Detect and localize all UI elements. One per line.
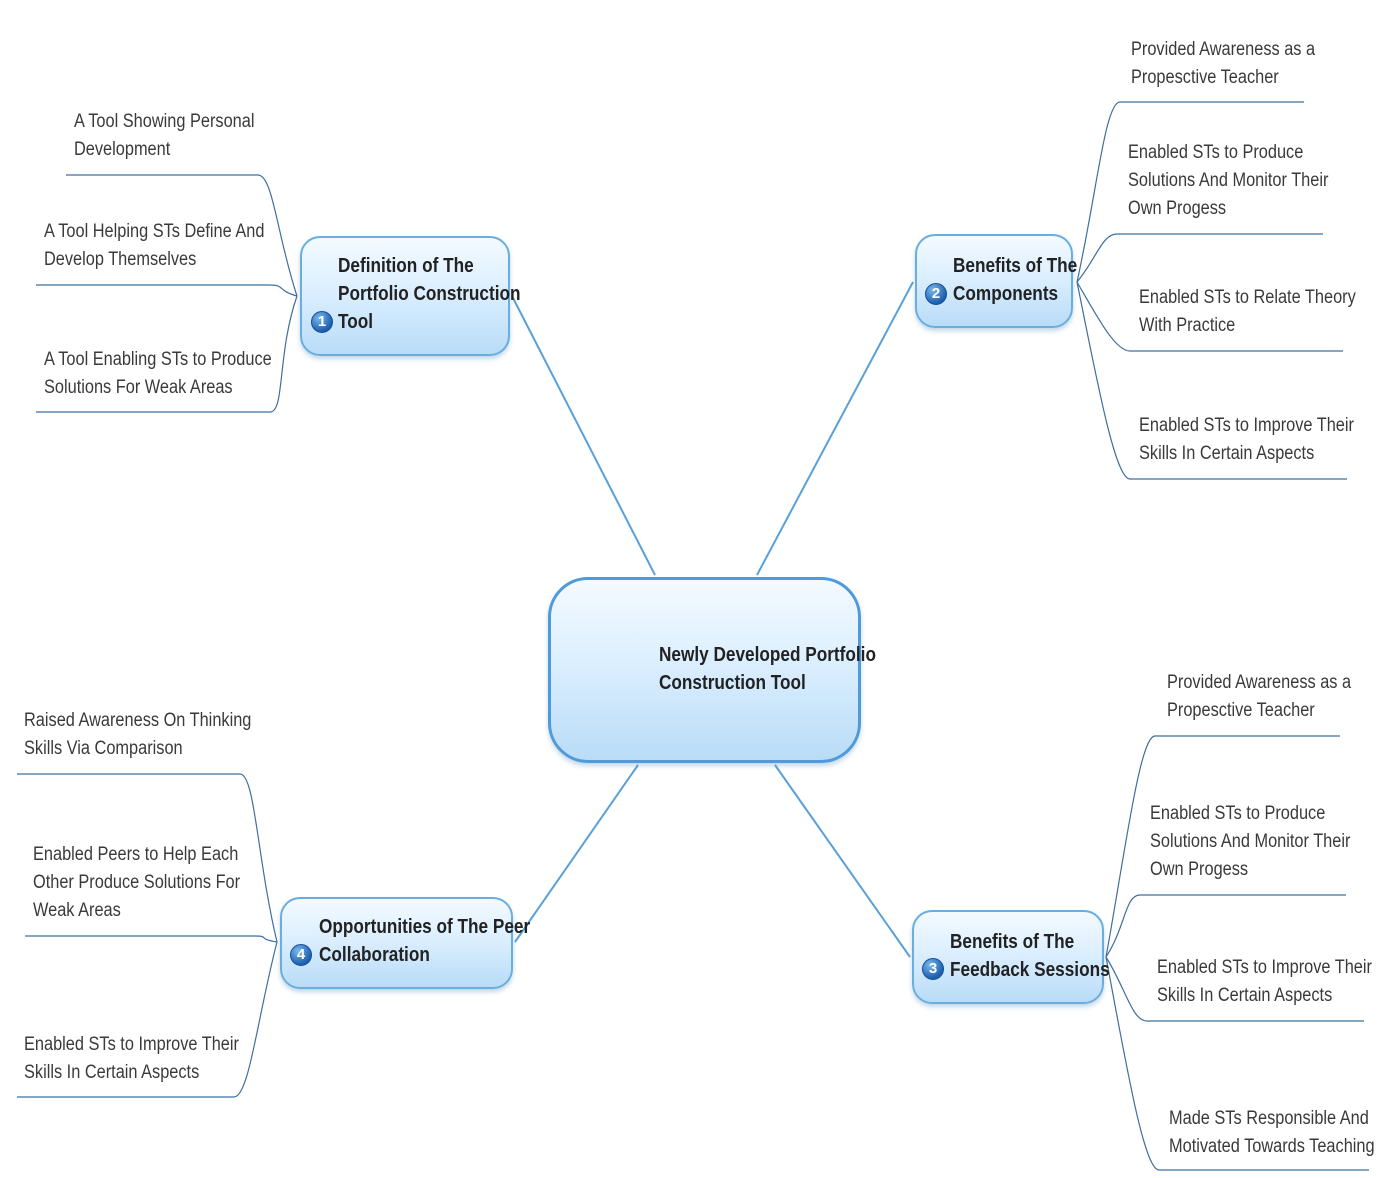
leaf-connector: [1076, 281, 1131, 480]
leaf-text-line: Enabled STs to Relate Theory: [1139, 287, 1356, 308]
branch-connector: [774, 764, 911, 958]
leaf-connector: [269, 284, 298, 297]
node-label-line: Tool: [338, 311, 374, 333]
node-label-line: Components: [953, 283, 1059, 305]
leaf-connector: [1076, 233, 1118, 283]
leaf-connector: [269, 295, 298, 413]
leaf-text-line: Solutions And Monitor Their: [1150, 831, 1351, 852]
node-label-line: Collaboration: [319, 944, 430, 966]
leaf-text-line: Enabled STs to Produce: [1128, 142, 1304, 163]
branch-node-1[interactable]: [300, 236, 510, 356]
branch-connector: [514, 764, 639, 943]
node-label-line: Benefits of The: [953, 255, 1078, 277]
central-topic-label: Newly Developed Portfolio: [659, 644, 876, 666]
leaf-text-line: Enabled STs to Produce: [1150, 803, 1326, 824]
leaf-connector: [1105, 956, 1160, 1171]
branch-connector: [756, 281, 914, 576]
leaf-text-line: A Tool Helping STs Define And: [44, 221, 265, 242]
central-topic[interactable]: [548, 577, 861, 763]
branch-number-badge: 2: [925, 283, 947, 305]
leaf-text-line: Raised Awareness On Thinking: [24, 710, 252, 731]
leaf-text-line: Solutions For Weak Areas: [44, 377, 233, 398]
leaf-text-line: Develop Themselves: [44, 249, 197, 270]
leaf-connector: [1105, 894, 1141, 958]
leaf-text-line: Development: [74, 139, 171, 160]
leaf-text-line: Made STs Responsible And: [1169, 1108, 1369, 1129]
leaf-text-line: Enabled STs to Improve Their: [24, 1034, 239, 1055]
leaf-text-line: Enabled Peers to Help Each: [33, 844, 239, 865]
leaf-text-line: Propesctive Teacher: [1131, 67, 1279, 88]
leaf-text-line: Skills In Certain Aspects: [1157, 985, 1333, 1006]
leaf-text-line: A Tool Enabling STs to Produce: [44, 349, 272, 370]
leaf-text-line: Motivated Towards Teaching: [1169, 1136, 1375, 1157]
leaf-text-line: Skills Via Comparison: [24, 738, 183, 759]
node-label-line: Opportunities of The Peer: [319, 916, 531, 938]
leaf-text-line: With Practice: [1139, 315, 1236, 336]
leaf-connector: [1105, 956, 1148, 1022]
leaf-text-line: Skills In Certain Aspects: [1139, 443, 1315, 464]
leaf-text-line: Solutions And Monitor Their: [1128, 170, 1329, 191]
leaf-text-line: Provided Awareness as a: [1167, 672, 1352, 693]
node-label-line: Definition of The: [338, 255, 474, 277]
leaf-text-line: Propesctive Teacher: [1167, 700, 1315, 721]
branch-number-badge: 1: [311, 311, 333, 333]
branch-node-4[interactable]: [280, 897, 513, 989]
branch-node-3[interactable]: [912, 910, 1104, 1004]
leaf-text-line: Skills In Certain Aspects: [24, 1062, 200, 1083]
leaf-text-line: Own Progess: [1150, 859, 1249, 880]
leaf-text-line: Enabled STs to Improve Their: [1157, 957, 1372, 978]
leaf-text-line: Other Produce Solutions For: [33, 872, 241, 893]
leaf-connector: [1076, 101, 1121, 283]
node-label-line: Portfolio Construction: [338, 283, 521, 305]
branch-number-badge: 3: [922, 958, 944, 980]
leaf-connector: [254, 935, 278, 943]
connector-layer: [17, 101, 1369, 1171]
branch-node-2[interactable]: [915, 234, 1073, 328]
leaf-text-line: Enabled STs to Improve Their: [1139, 415, 1354, 436]
leaf-text-line: Weak Areas: [33, 900, 121, 921]
central-topic-label: Construction Tool: [659, 672, 806, 694]
branch-connector: [511, 295, 656, 576]
leaf-connector: [1076, 281, 1131, 352]
leaf-connector: [257, 174, 298, 297]
node-label-line: Feedback Sessions: [950, 959, 1110, 981]
branch-number-badge: 4: [290, 944, 312, 966]
leaf-text-line: A Tool Showing Personal: [74, 111, 255, 132]
leaf-connector: [239, 773, 278, 943]
leaf-text-line: Provided Awareness as a: [1131, 39, 1316, 60]
leaf-text-line: Own Progess: [1128, 198, 1227, 219]
leaf-connector: [233, 941, 278, 1098]
node-label-line: Benefits of The: [950, 931, 1075, 953]
leaf-connector: [1105, 735, 1156, 958]
